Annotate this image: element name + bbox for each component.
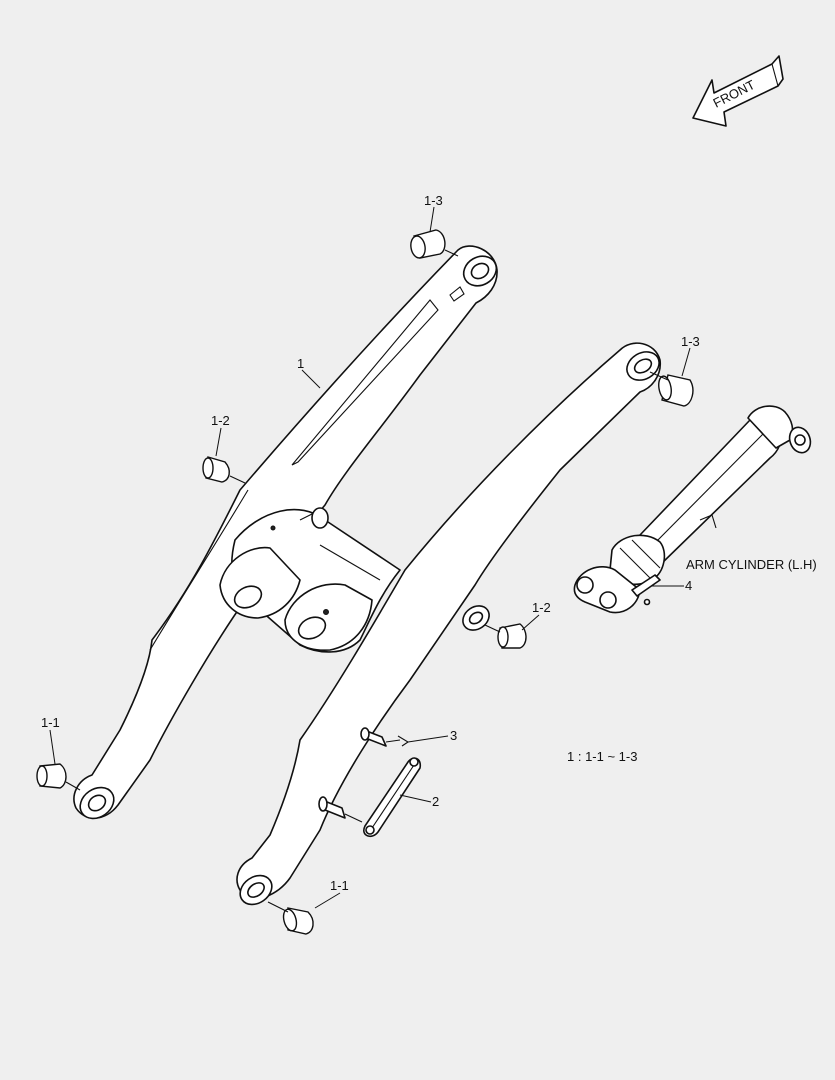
bushing-top-left xyxy=(410,229,459,259)
bushing-top-right xyxy=(649,371,694,407)
callout-bush-bottom-left: 1-1 xyxy=(41,715,60,730)
bushing-mid-right xyxy=(484,623,527,649)
callout-bush-mid-right: 1-2 xyxy=(532,600,551,615)
bushing-bottom-right xyxy=(267,901,314,935)
arm-right-beam xyxy=(236,342,662,906)
link-bar xyxy=(363,757,422,838)
bushing-mid-left xyxy=(202,456,246,484)
bushing-bottom-left xyxy=(36,763,81,791)
pin-lower xyxy=(318,796,363,823)
front-arrow-icon: FRONT xyxy=(692,55,784,127)
arm-cross-member xyxy=(219,507,401,653)
callout-bush-top-right: 1-3 xyxy=(681,334,700,349)
callout-bush-top-left: 1-3 xyxy=(424,193,443,208)
callout-bush-mid-left: 1-2 xyxy=(211,413,230,428)
callout-bush-bottom-right: 1-1 xyxy=(330,878,349,893)
assembly-label: ARM CYLINDER (L.H) xyxy=(686,557,817,572)
pin-upper xyxy=(360,727,410,747)
arm-cylinder-assembly xyxy=(573,405,812,614)
callout-pin: 3 xyxy=(450,728,457,743)
cylinder-pin xyxy=(631,574,661,606)
callout-link: 2 xyxy=(432,794,439,809)
composition-note: 1 : 1-1 ~ 1-3 xyxy=(567,749,637,764)
callout-cylinder-pin: 4 xyxy=(685,578,692,593)
callout-arm: 1 xyxy=(297,356,304,371)
leader-lines xyxy=(49,206,691,909)
